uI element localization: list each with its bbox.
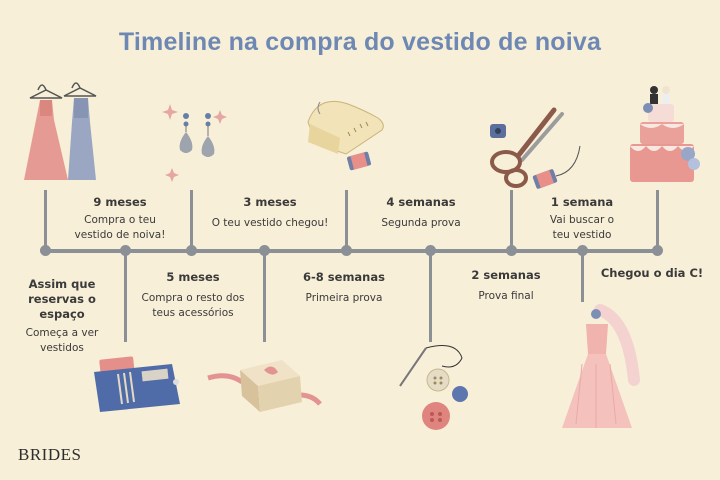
- milestone-sub: Começa a ver vestidos: [25, 327, 99, 354]
- timeline-dot: [40, 245, 51, 256]
- measuring-tape-icon: [307, 100, 384, 171]
- timeline-dot: [120, 245, 131, 256]
- milestone-head: 4 semanas: [386, 195, 456, 209]
- tick-down: [581, 252, 584, 302]
- tick-up: [190, 190, 193, 250]
- milestone-1-semana: 1 semana Vai buscar o teu vestido: [522, 195, 642, 243]
- timeline-dot: [506, 245, 517, 256]
- cake-icon: [630, 86, 700, 182]
- milestone-sub: Compra o resto dos teus acessórios: [141, 292, 245, 319]
- milestone-9-meses: 9 meses Compra o teu vestido de noiva!: [55, 195, 185, 243]
- needle-buttons-icon: [399, 345, 468, 430]
- page-title: Timeline na compra do vestido de noiva: [118, 28, 602, 56]
- milestone-sub: Vai buscar o teu vestido: [549, 214, 615, 241]
- milestone-head: 9 meses: [93, 195, 147, 209]
- milestone-5-meses: 5 meses Compra o resto dos teus acessóri…: [128, 270, 258, 321]
- milestone-head: 2 semanas: [471, 268, 541, 282]
- milestone-3-meses: 3 meses O teu vestido chegou!: [200, 195, 340, 231]
- brand-logo: BRIDES: [18, 445, 82, 464]
- wallet-icon: [94, 356, 180, 412]
- milestone-head: Assim que reservas o espaço: [28, 277, 96, 321]
- tick-up: [44, 190, 47, 250]
- milestone-dia-c: Chegou o dia C!: [588, 266, 716, 281]
- milestone-head: Chegou o dia C!: [600, 266, 704, 280]
- wedding-dress-icon: [562, 304, 640, 428]
- milestone-head: 1 semana: [550, 195, 614, 209]
- milestone-sub: Segunda prova: [381, 217, 461, 229]
- timeline-dot: [577, 245, 588, 256]
- tick-up: [656, 190, 659, 250]
- gift-box-icon: [207, 360, 322, 412]
- timeline-dot: [341, 245, 352, 256]
- timeline-dot: [652, 245, 663, 256]
- dresses-icon: [24, 82, 97, 180]
- milestone-head: 3 meses: [243, 195, 297, 209]
- timeline-dot: [425, 245, 436, 256]
- milestone-sub: Prova final: [478, 290, 534, 302]
- scissors-icon: [490, 107, 581, 189]
- milestone-4-semanas: 4 semanas Segunda prova: [356, 195, 486, 231]
- milestone-6-8-semanas: 6-8 semanas Primeira prova: [268, 270, 420, 306]
- tick-up: [345, 190, 348, 250]
- timeline-dot: [259, 245, 270, 256]
- milestone-2-semanas: 2 semanas Prova final: [436, 268, 576, 304]
- tick-down: [124, 252, 127, 342]
- milestone-sub: Primeira prova: [305, 292, 383, 304]
- milestone-head: 5 meses: [166, 270, 220, 284]
- milestone-sub: Compra o teu vestido de noiva!: [74, 214, 166, 241]
- earrings-icon: [162, 104, 227, 182]
- milestone-head: 6-8 semanas: [303, 270, 385, 284]
- milestone-assim-que: Assim que reservas o espaço Começa a ver…: [0, 277, 124, 356]
- tick-down: [263, 252, 266, 342]
- timeline-dot: [186, 245, 197, 256]
- milestone-sub: O teu vestido chegou!: [211, 217, 329, 229]
- tick-up: [510, 190, 513, 250]
- tick-down: [429, 252, 432, 342]
